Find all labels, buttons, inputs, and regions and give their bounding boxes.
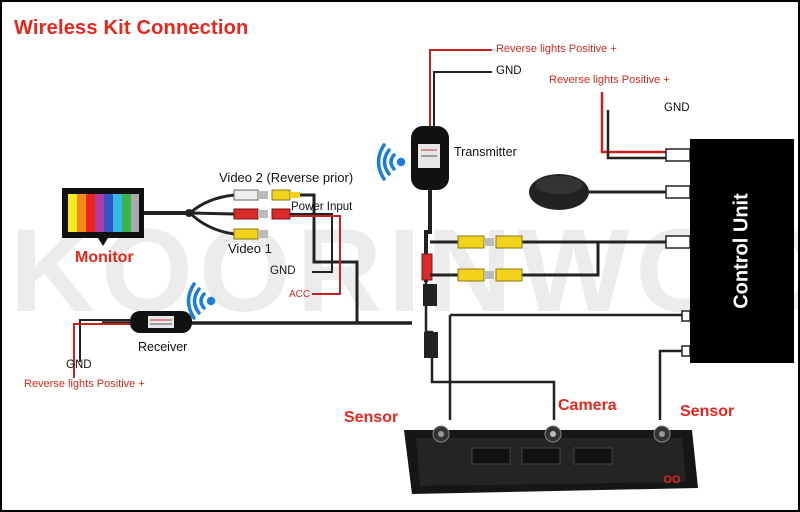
sensor-right-label: Sensor — [680, 403, 735, 420]
receiver-gnd-label: GND — [66, 359, 92, 371]
cu-power-leads — [600, 92, 666, 160]
camera-plug-upper — [423, 284, 437, 306]
camera-icon — [544, 425, 562, 443]
gnd-monitor-label: GND — [270, 265, 296, 277]
power-leads — [290, 213, 341, 295]
receiver-reverse-label: Reverse lights Positive + — [24, 378, 145, 390]
wifi-icon-transmitter — [376, 143, 406, 181]
plate-brand-logo: KOORINWOO — [609, 474, 681, 486]
tx-gnd-label: GND — [496, 65, 522, 77]
transmitter-leads — [429, 49, 492, 126]
tx-reverse-label: Reverse lights Positive + — [496, 43, 617, 55]
video1-label: Video 1 — [228, 241, 272, 256]
transmitter-label: Transmitter — [454, 145, 517, 159]
buzzer — [529, 174, 666, 210]
camera-video-cable — [430, 240, 666, 277]
sensor-cables — [424, 282, 682, 420]
receiver-leads — [73, 319, 130, 378]
camera-label: Camera — [558, 397, 617, 414]
plate-brand-part1: KOORINW — [609, 474, 664, 486]
video2-label: Video 2 (Reverse prior) — [219, 170, 354, 185]
rca-connectors-monitor — [233, 189, 300, 240]
receiver-box — [130, 311, 192, 333]
cu-gnd-label: GND — [664, 102, 690, 114]
wifi-icon-receiver — [186, 282, 216, 320]
sensor-left-label: Sensor — [344, 409, 399, 426]
cu-plugs — [665, 148, 691, 357]
rca-yellow-pairs — [457, 235, 523, 282]
page-title: Wireless Kit Connection — [14, 17, 249, 39]
rca-red-vertical — [421, 253, 433, 281]
power-input-label: Power Input — [291, 201, 353, 213]
monitor-label: Monitor — [75, 249, 134, 266]
monitor-cable — [144, 193, 235, 236]
sensor-right-icon — [653, 425, 671, 443]
transmitter-box — [411, 126, 449, 190]
sensor-left-icon — [432, 425, 450, 443]
plate-brand-part2: OO — [663, 474, 681, 486]
cu-reverse-label: Reverse lights Positive + — [549, 74, 670, 86]
receiver-label: Receiver — [138, 340, 188, 354]
control-unit-box: Control Unit — [690, 139, 794, 363]
acc-label: ACC — [289, 289, 311, 300]
video2-lead — [300, 193, 359, 324]
license-plate-frame — [404, 425, 698, 494]
control-unit-label: Control Unit — [730, 193, 753, 309]
camera-plug-lower — [424, 332, 438, 358]
monitor-icon — [62, 188, 144, 246]
